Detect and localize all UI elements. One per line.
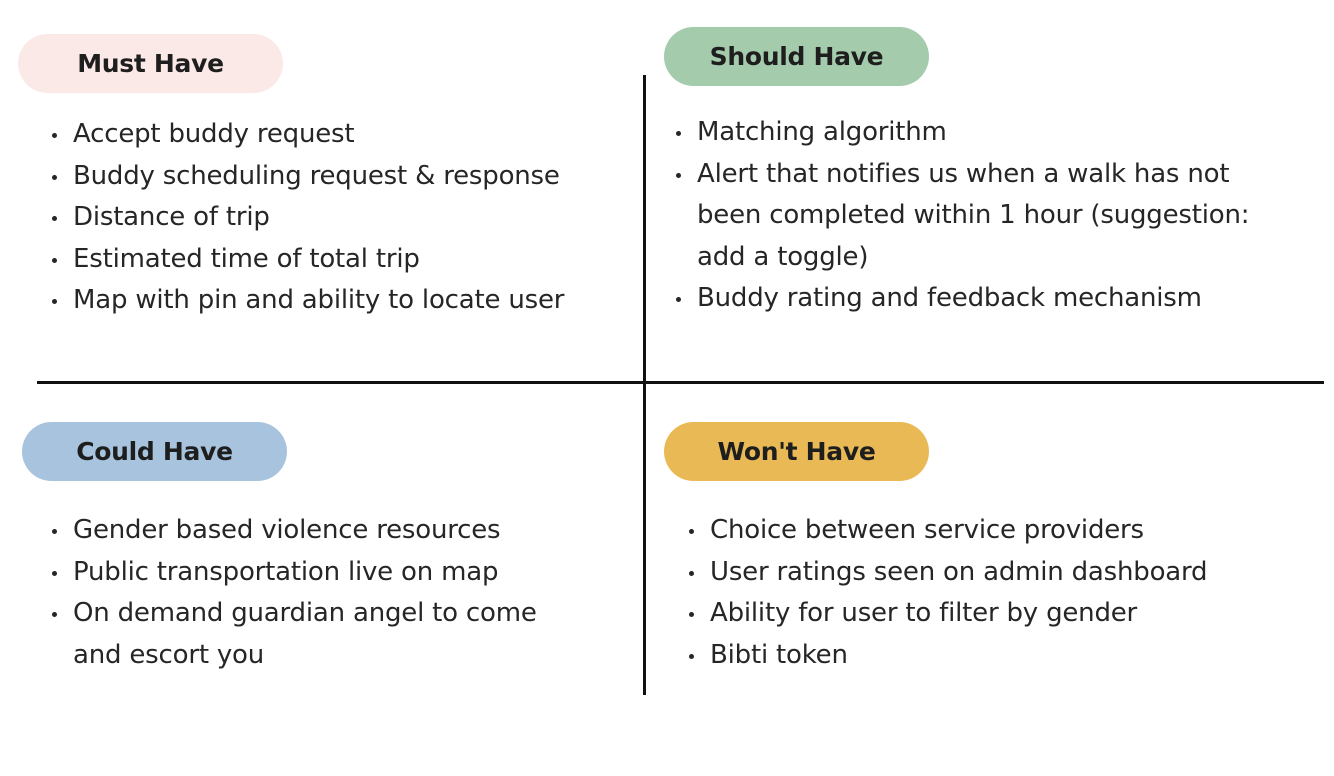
vertical-divider (643, 75, 646, 695)
list-item: Ability for user to filter by gender (688, 593, 1207, 635)
horizontal-divider (37, 381, 1324, 384)
could-have-list: Gender based violence resources Public t… (51, 510, 537, 676)
list-item: Accept buddy request (51, 114, 564, 156)
wont-have-label: Won't Have (664, 422, 929, 481)
wont-have-list: Choice between service providers User ra… (688, 510, 1208, 677)
list-item: Map with pin and ability to locate user (51, 280, 564, 322)
list-item: Bibti token (688, 635, 1207, 677)
should-have-label: Should Have (664, 27, 929, 86)
list-item: Matching algorithm (675, 112, 1249, 154)
list-item: Public transportation live on map (51, 552, 537, 594)
list-item: Estimated time of total trip (51, 239, 564, 281)
must-have-list: Accept buddy request Buddy scheduling re… (51, 114, 564, 322)
list-item: Buddy rating and feedback mechanism (675, 278, 1249, 320)
list-item: On demand guardian angel to come (51, 593, 537, 635)
list-item: Buddy scheduling request & response (51, 156, 564, 198)
list-item: Distance of trip (51, 197, 564, 239)
should-have-list: Matching algorithm Alert that notifies u… (675, 112, 1249, 320)
list-item-continuation: add a toggle) (697, 241, 869, 272)
list-item: Alert that notifies us when a walk has n… (675, 154, 1249, 196)
list-item: User ratings seen on admin dashboard (688, 552, 1208, 594)
must-have-label: Must Have (18, 34, 283, 93)
list-item-continuation: been completed within 1 hour (suggestion… (697, 200, 1250, 230)
could-have-label: Could Have (22, 422, 287, 481)
list-item-continuation: and escort you (73, 639, 265, 670)
list-item: Choice between service providers (688, 510, 1207, 552)
list-item: Gender based violence resources (51, 510, 537, 552)
